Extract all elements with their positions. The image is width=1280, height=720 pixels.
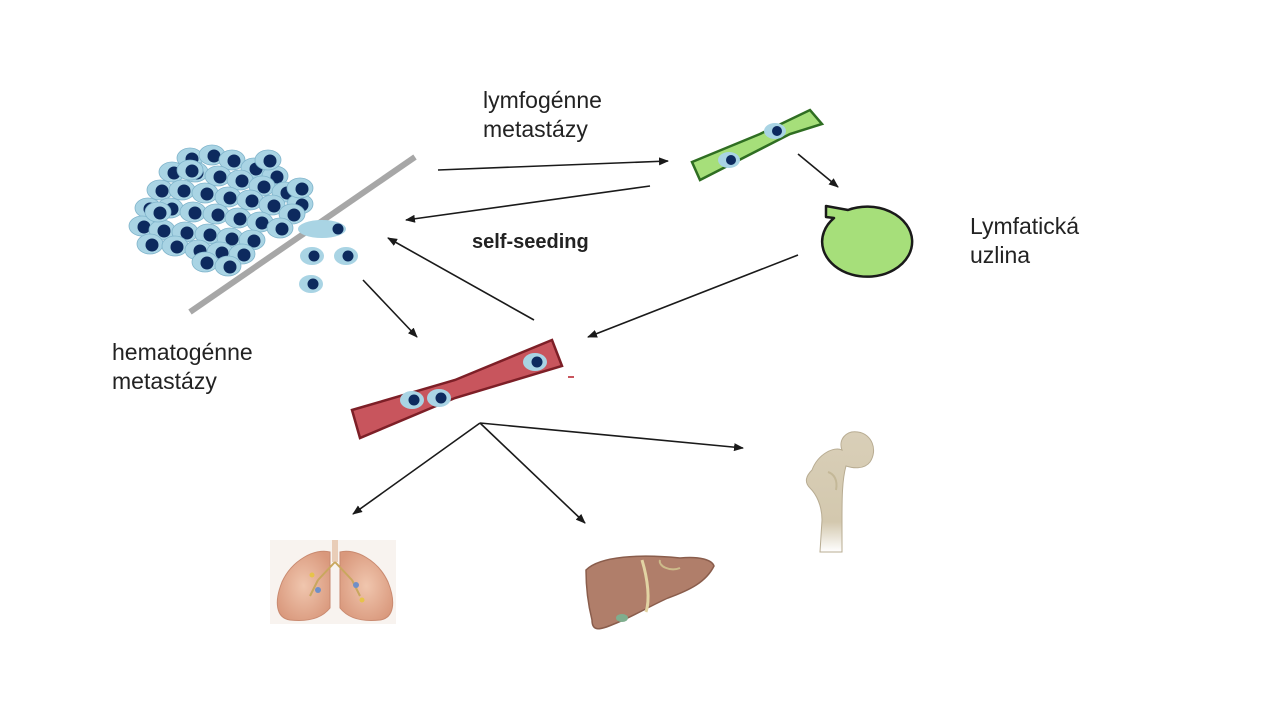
escaping-tumor-cell (299, 275, 323, 293)
lymph-node-label-line-2: uzlina (970, 242, 1031, 268)
hematogenous-label-line-2: metastázy (112, 368, 217, 394)
tumor-cell (258, 194, 286, 216)
arrow-tumor-to-lymph-vessel (437, 157, 669, 171)
arrows (352, 153, 839, 524)
lungs-icon (270, 540, 396, 624)
tumor-cell (176, 159, 204, 181)
arrow-blood-to-lungs (352, 422, 481, 515)
tumor-cell (202, 203, 230, 225)
arrow-lymph-vessel-to-tumor-self-seeding (405, 185, 651, 223)
lymph-node-label: Lymfatická uzlina (970, 212, 1079, 270)
arrow-tumor-to-blood-vessel (362, 279, 418, 338)
lymphogenous-label-line-1: lymfogénne (483, 87, 602, 113)
tumor-cell (146, 179, 174, 201)
tumor-cell (191, 182, 219, 204)
liver-icon (585, 555, 715, 630)
tumor-cell (191, 251, 219, 273)
tumor-cell (214, 186, 242, 208)
tumor-cell (144, 201, 172, 223)
tumor-cell (286, 177, 314, 199)
blood-vessel-icon (350, 338, 574, 440)
femur-bone-icon (805, 431, 874, 553)
tumor-cell (224, 207, 252, 229)
lymph-node-label-line-1: Lymfatická (970, 213, 1080, 239)
escaping-tumor-cell (298, 220, 346, 238)
lymph-node-icon (820, 204, 914, 278)
lymphogenous-label-line-2: metastázy (483, 116, 588, 142)
tumor-cell (161, 235, 189, 257)
tumor-cell (246, 211, 274, 233)
tumor-cell (168, 179, 196, 201)
lymphogenous-metastases-label: lymfogénne metastázy (483, 86, 602, 144)
tumor-cell (136, 233, 164, 255)
arrow-lymph-vessel-to-lymph-node (797, 153, 839, 188)
tumor-cell (179, 201, 207, 223)
escaping-tumor-cell (300, 247, 324, 265)
escaping-tumor-cell (334, 247, 358, 265)
membrane-line (188, 154, 417, 315)
tumor-cell (204, 165, 232, 187)
tumor-cell-cluster-icon (128, 144, 314, 277)
hematogenous-metastases-label: hematogénne metastázy (112, 338, 253, 396)
tumor-cell (226, 169, 254, 191)
hematogenous-label-line-1: hematogénne (112, 339, 253, 365)
escaping-tumor-cells (298, 220, 358, 293)
tumor-cell (218, 149, 246, 171)
tumor-cell (198, 144, 226, 166)
arrow-blood-to-bone (479, 422, 744, 452)
arrow-lymph-node-to-blood-vessel (587, 254, 799, 338)
tumor-cell (254, 149, 282, 171)
arrow-blood-vessel-to-tumor-self-seeding (387, 237, 535, 321)
lymph-vessel-icon (690, 108, 825, 182)
arrow-blood-to-liver (479, 422, 586, 524)
tumor-cell (214, 255, 242, 277)
self-seeding-label: self-seeding (472, 231, 589, 253)
tumor-cell (266, 217, 294, 239)
